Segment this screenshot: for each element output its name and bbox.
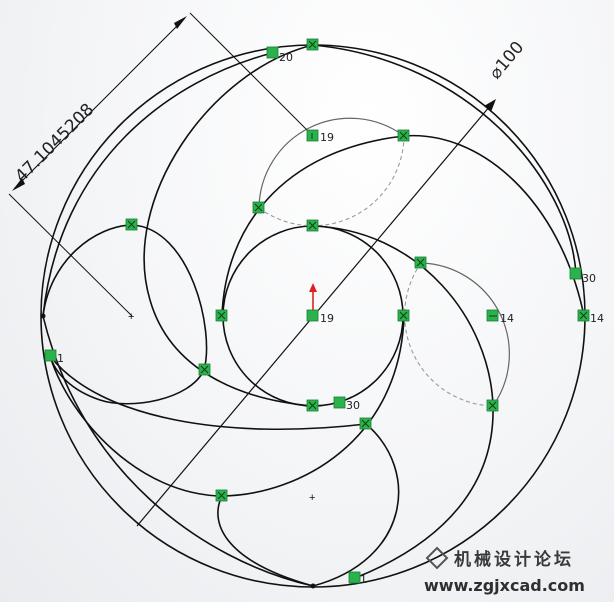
top-solid-arc[interactable]: [258, 117, 405, 209]
relation-label: 20: [279, 51, 293, 64]
blade-arc-left-mid[interactable]: [49, 355, 367, 431]
top-construction-arc[interactable]: [258, 135, 405, 227]
watermark: 机械设计论坛 www.zgjxcad.com: [424, 546, 585, 595]
relation-marker[interactable]: [306, 309, 319, 322]
endpoint-left[interactable]: [40, 313, 46, 319]
watermark-url: www.zgjxcad.com: [424, 576, 585, 595]
blade-arc-right-upper[interactable]: [312, 44, 577, 275]
relation-marker[interactable]: [266, 46, 279, 59]
relation-label: 14: [590, 312, 604, 325]
relation-label: 1: [57, 352, 64, 365]
blade-arc-upper-left[interactable]: [42, 52, 273, 317]
marker-glyphs: [127, 40, 588, 500]
diameter-arrowhead: [484, 99, 496, 112]
watermark-title: 机械设计论坛: [454, 549, 574, 570]
origin-arrowhead: [309, 283, 317, 292]
relation-label: 19: [320, 312, 334, 325]
radius-arrow-2: [174, 16, 187, 29]
radius-extension-line-1: [8, 193, 133, 317]
relation-label: 30: [346, 399, 360, 412]
blade-arc-left-lower[interactable]: [42, 315, 314, 587]
blade-arc-bottom[interactable]: [217, 423, 400, 587]
blade-arc-left[interactable]: [42, 224, 208, 405]
diameter-dimension-text[interactable]: ⌀100: [486, 38, 529, 84]
relation-label: 30: [582, 272, 596, 285]
relation-marker[interactable]: [569, 267, 582, 280]
relation-marker[interactable]: [333, 396, 346, 409]
radius-extension-line-2: [189, 12, 314, 137]
relation-label: 19: [320, 131, 334, 144]
blade-arc-top-left[interactable]: [143, 44, 314, 407]
radius-dimension-text[interactable]: 47.1045208: [11, 100, 98, 187]
radius-dimension-line[interactable]: [13, 17, 186, 190]
relation-label: 14: [500, 312, 514, 325]
center-mark-bottom: +: [309, 492, 315, 504]
endpoint-bottom[interactable]: [310, 583, 316, 589]
relation-marker[interactable]: [348, 571, 361, 584]
relation-marker[interactable]: [44, 349, 57, 362]
center-mark-left: +: [128, 311, 134, 323]
right-solid-arc[interactable]: [420, 262, 510, 407]
radius-arrow-1: [12, 178, 25, 191]
right-construction-arc[interactable]: [404, 262, 494, 407]
watermark-diamond-icon: [425, 546, 449, 570]
relation-label: 1: [360, 573, 367, 586]
